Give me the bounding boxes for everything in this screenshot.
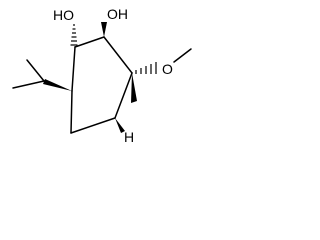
bond-c2-c3 <box>103 36 133 74</box>
methoxy-oxygen-label: O <box>162 61 173 77</box>
bond-c6-c4 <box>70 117 116 134</box>
bond-c1-c2 <box>74 36 105 48</box>
hydroxyl-label-left: HO <box>53 7 74 23</box>
bond-c3-c4 <box>114 72 133 119</box>
bond-isopropyl-methyl-b <box>12 80 45 89</box>
wedge-bond-c5-isopropyl <box>43 79 72 91</box>
bridgehead-hydrogen-label: H <box>124 129 134 145</box>
bond-isopropyl-methyl-a <box>26 59 45 82</box>
bond-c5-c1 <box>71 46 76 92</box>
bond-o-methyl <box>173 48 192 63</box>
bond-c5-c6 <box>70 90 73 134</box>
wedge-bond-c3-methyl <box>131 73 137 103</box>
wedge-bond-c2-oh <box>101 22 107 37</box>
hashed-bond-c1-oh <box>70 24 78 46</box>
structure-diagram: HO OH O H <box>12 6 192 145</box>
hashed-bond-c3-o <box>135 62 157 74</box>
wedge-bond-c4-h <box>115 118 125 133</box>
hydroxyl-label-right: OH <box>107 6 128 22</box>
